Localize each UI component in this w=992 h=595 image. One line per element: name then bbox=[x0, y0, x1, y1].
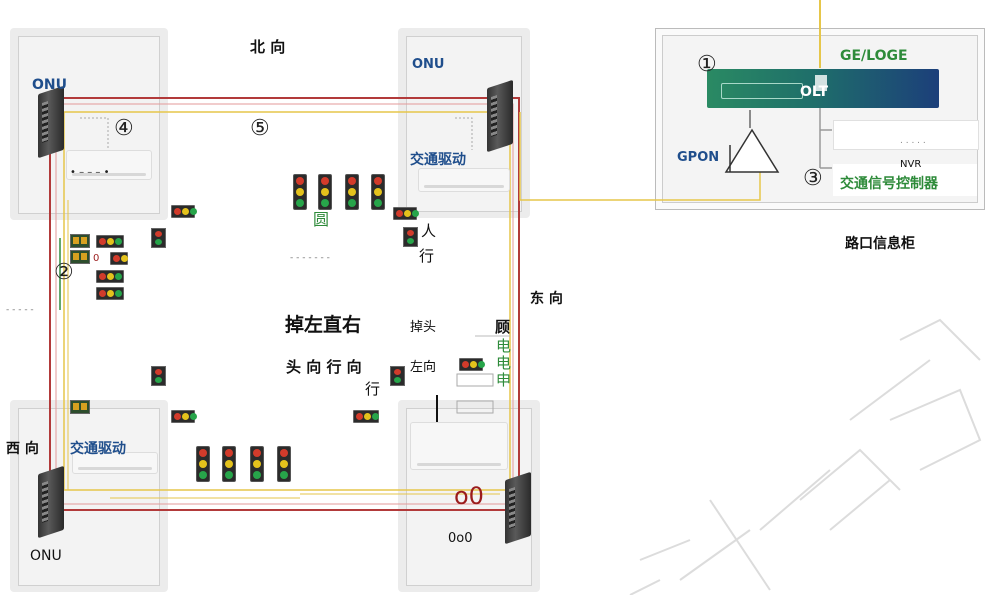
onu-switch-southeast bbox=[505, 471, 531, 545]
traffic-light-north-1 bbox=[293, 174, 307, 210]
xing-label-1: 行 bbox=[419, 247, 435, 265]
center-bottom-label: 头 向 行 向 bbox=[286, 358, 362, 376]
ped-light-west-3 bbox=[70, 400, 90, 414]
olt-highlight bbox=[815, 75, 827, 91]
traffic-light-ne-a bbox=[393, 207, 419, 220]
cabinet-label: 路口信息柜 bbox=[845, 236, 915, 252]
traffic-light-south-1 bbox=[196, 446, 210, 482]
traffic-light-ne-b bbox=[403, 227, 418, 247]
olt-bar bbox=[707, 69, 939, 108]
ped-light-west-2 bbox=[70, 250, 90, 264]
traffic-light-west-2 bbox=[96, 270, 124, 283]
marker-5: ⑤ bbox=[250, 116, 270, 141]
olt-slot bbox=[721, 83, 803, 99]
nvr-box bbox=[833, 120, 979, 150]
traffic-light-south-2 bbox=[222, 446, 236, 482]
traffic-light-south-4 bbox=[277, 446, 291, 482]
marker-4: ④ bbox=[114, 116, 134, 141]
dian-label-2: 电 bbox=[496, 354, 512, 372]
traffic-light-se-b bbox=[353, 410, 379, 423]
ped-light-west-1 bbox=[70, 234, 90, 248]
traffic-light-north-2 bbox=[318, 174, 332, 210]
uturn-label: 掉头 bbox=[410, 320, 437, 335]
marker-2: ② bbox=[54, 260, 74, 285]
yuan-label: 圆 bbox=[313, 210, 330, 229]
traffic-drive-southwest bbox=[72, 452, 158, 474]
shen-label: 申 bbox=[496, 371, 512, 389]
west-label: 西 向 bbox=[6, 441, 39, 457]
center-top-label: 掉左直右 bbox=[285, 314, 362, 336]
drive-label-southwest: 交通驱动 bbox=[70, 441, 126, 457]
nvr-label: NVR bbox=[900, 159, 922, 170]
traffic-light-north-4 bbox=[371, 174, 385, 210]
onu-label-northwest: ONU bbox=[32, 77, 67, 93]
traffic-light-se-a bbox=[390, 366, 405, 386]
watermark bbox=[629, 318, 982, 595]
onu-switch-northwest bbox=[38, 85, 64, 159]
traffic-light-east-1 bbox=[459, 358, 485, 371]
olt-label: OLT bbox=[800, 84, 829, 100]
east-label: 东 向 bbox=[530, 291, 563, 307]
northwest-dashes: • – – – • bbox=[70, 167, 110, 178]
onu-switch-southwest bbox=[38, 465, 64, 539]
zero-label: 0 bbox=[93, 253, 100, 264]
traffic-light-sw-b bbox=[171, 410, 197, 423]
onu-panel-southwest bbox=[10, 400, 168, 592]
signal-controller-box bbox=[833, 164, 977, 196]
onu-label-northeast: ONU bbox=[412, 57, 445, 72]
traffic-drive-southeast bbox=[410, 422, 508, 470]
traffic-light-west-1 bbox=[96, 235, 124, 248]
left-label: 左向 bbox=[410, 360, 437, 375]
gpon-label: GPON bbox=[677, 150, 720, 165]
marker-1: ① bbox=[697, 52, 717, 77]
onu-switch-northeast bbox=[487, 79, 513, 153]
ren-label: 人 bbox=[421, 222, 437, 240]
traffic-drive-northeast bbox=[418, 168, 510, 192]
nvr-dots: . . . . . bbox=[900, 136, 926, 146]
ge-label: GE/LOGE bbox=[840, 48, 908, 64]
onu-label-southeast: 0o0 bbox=[448, 531, 473, 546]
traffic-light-west-3 bbox=[96, 287, 124, 300]
traffic-light-west-4 bbox=[110, 252, 128, 265]
marker-3: ③ bbox=[803, 166, 823, 191]
dian-label-1: 电 bbox=[496, 337, 512, 355]
traffic-drive-northwest bbox=[66, 150, 152, 180]
onu-label-southwest: ONU bbox=[30, 548, 62, 564]
traffic-light-south-3 bbox=[250, 446, 264, 482]
west-dashes: - - - - - bbox=[6, 305, 34, 315]
traffic-light-nw-b bbox=[151, 228, 166, 248]
center-dashes: - - - - - - - bbox=[290, 253, 330, 263]
xing-label-2: 行 bbox=[365, 380, 381, 398]
traffic-light-north-3 bbox=[345, 174, 359, 210]
signal-controller-label: 交通信号控制器 bbox=[840, 176, 938, 192]
drive-label-northeast: 交通驱动 bbox=[410, 152, 466, 168]
traffic-light-nw-a bbox=[171, 205, 197, 218]
north-label: 北 向 bbox=[250, 38, 286, 56]
onu-label-southeast-big: o0 bbox=[454, 482, 484, 510]
traffic-light-sw-a bbox=[151, 366, 166, 386]
gu-label: 顾 bbox=[495, 318, 511, 336]
